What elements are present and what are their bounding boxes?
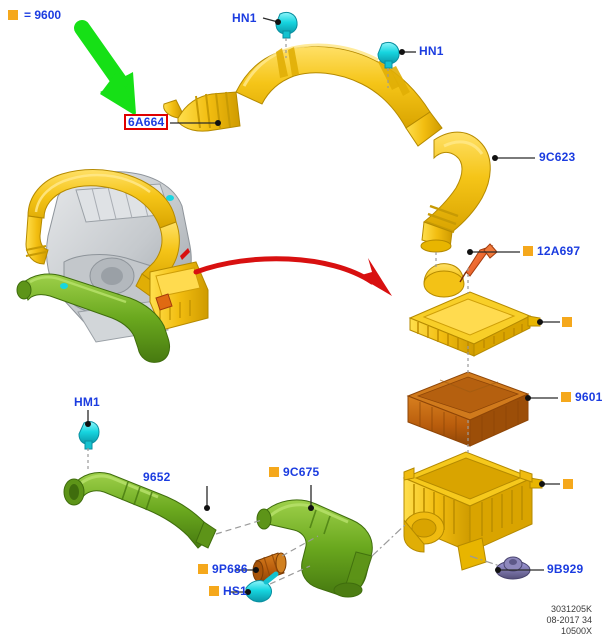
callout-9b929[interactable]: 9B929 bbox=[547, 562, 584, 576]
leader-lines bbox=[87, 17, 560, 593]
callout-hn1-top[interactable]: HN1 bbox=[232, 11, 257, 25]
callout-9c675[interactable]: 9C675 bbox=[283, 465, 320, 479]
callout-12a697[interactable]: 12A697 bbox=[537, 244, 581, 258]
part-9652-inlet-duct[interactable] bbox=[63, 472, 217, 549]
part-12a697-sensor[interactable] bbox=[459, 243, 498, 283]
red-reference-arrow bbox=[193, 256, 392, 296]
clamp-hn1-top[interactable] bbox=[275, 11, 298, 39]
part-air-cleaner-housing[interactable] bbox=[402, 451, 543, 571]
engine-illustration bbox=[16, 169, 209, 363]
green-highlight-arrow bbox=[74, 20, 136, 116]
callout-hm1[interactable]: HM1 bbox=[74, 395, 100, 409]
part-air-cleaner-cover[interactable] bbox=[408, 263, 541, 357]
part-9b929-grommet[interactable] bbox=[495, 556, 531, 580]
callout-hs1[interactable]: HS1 bbox=[223, 584, 247, 598]
footer-part-number: 3031205K bbox=[550, 604, 592, 614]
legend-text: = 9600 bbox=[24, 8, 62, 22]
footer-date-code: 08-2017 34 bbox=[546, 615, 592, 625]
clamp-hs1[interactable] bbox=[245, 571, 279, 603]
callout-12a697-square bbox=[523, 246, 533, 256]
leader-dots bbox=[85, 19, 545, 595]
callout-6a664-highlighted[interactable]: 6A664 bbox=[124, 114, 169, 130]
callout-9652[interactable]: 9652 bbox=[143, 470, 171, 484]
callout-hs1-square bbox=[209, 586, 219, 596]
part-6a664-upper-duct[interactable] bbox=[163, 43, 443, 147]
footer-drawing-code: 10500X bbox=[560, 626, 592, 636]
part-9c623-elbow[interactable] bbox=[420, 131, 491, 253]
cover-marker-square bbox=[562, 317, 572, 327]
callout-9p686-square bbox=[198, 564, 208, 574]
legend-marker-square bbox=[8, 10, 18, 20]
callout-9601-square bbox=[561, 392, 571, 402]
callout-9p686[interactable]: 9P686 bbox=[212, 562, 248, 576]
part-9601-filter-element[interactable] bbox=[406, 371, 530, 447]
callout-hn1-right[interactable]: HN1 bbox=[419, 44, 444, 58]
assembly-guidelines bbox=[87, 38, 501, 585]
housing-marker-square bbox=[563, 479, 573, 489]
callout-9c675-square bbox=[269, 467, 279, 477]
part-9c675-resonator-duct[interactable] bbox=[256, 499, 373, 598]
callout-9601[interactable]: 9601 bbox=[575, 390, 602, 404]
callout-9c623[interactable]: 9C623 bbox=[539, 150, 576, 164]
